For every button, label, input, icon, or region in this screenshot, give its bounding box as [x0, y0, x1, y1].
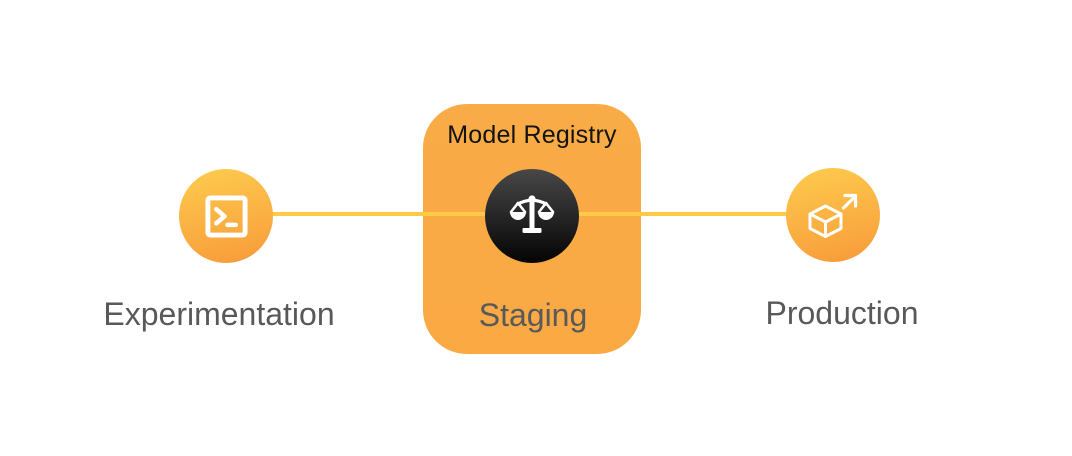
model-registry-title: Model Registry	[447, 121, 617, 149]
stage-circle-staging	[485, 169, 579, 263]
stage-label-experimentation: Experimentation	[103, 296, 335, 332]
stage-label-production: Production	[765, 295, 919, 331]
stage-label-staging: Staging	[478, 297, 588, 333]
scales-icon	[507, 191, 557, 241]
stage-circle-production	[786, 168, 880, 262]
stage-circle-experimentation	[179, 169, 273, 263]
cube-arrow-icon	[808, 190, 858, 240]
terminal-icon	[203, 193, 250, 240]
